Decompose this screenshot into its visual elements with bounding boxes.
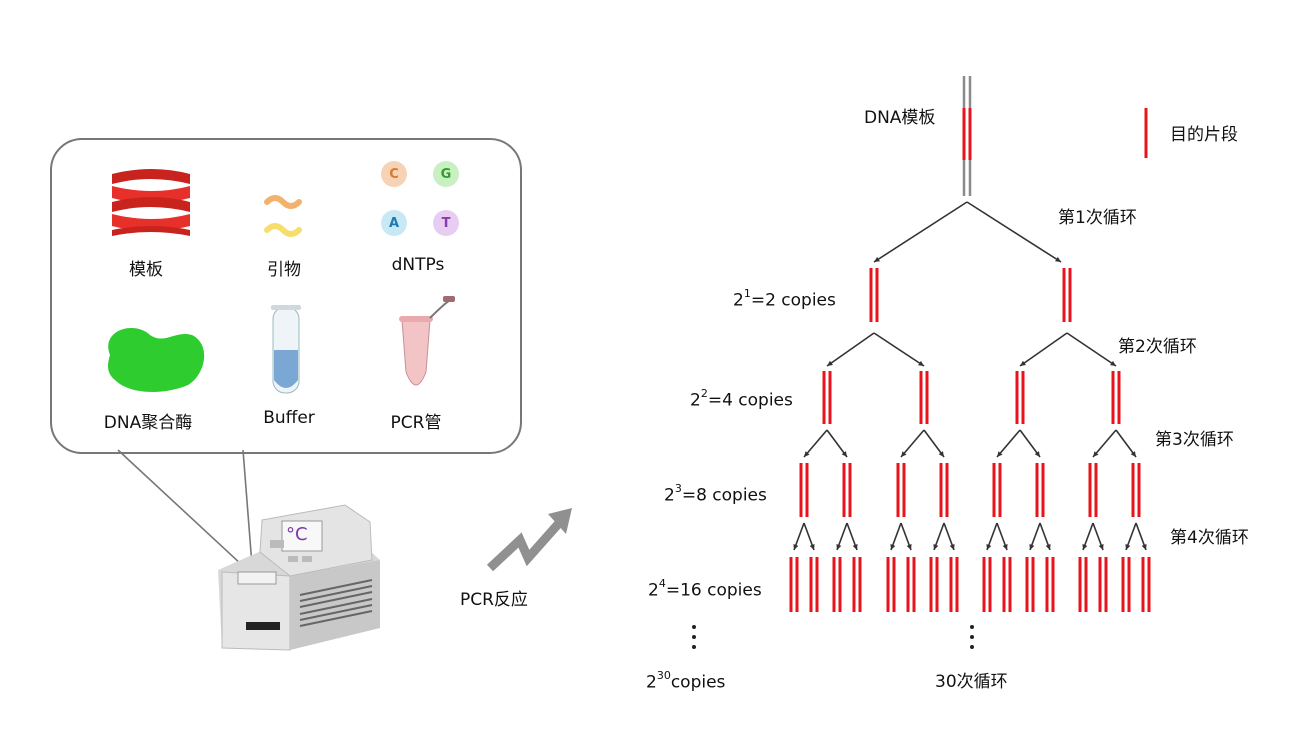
ellipsis-dot [970, 645, 974, 649]
polymerase-icon [107, 327, 205, 392]
pcr-tube-label: PCR管 [390, 413, 442, 433]
branch-arrow [826, 429, 848, 458]
polymerase-label: DNA聚合酶 [103, 413, 193, 433]
dna-template-label: DNA模板 [864, 108, 936, 128]
buffer-label: Buffer [263, 408, 315, 428]
legend-target-fragment-label: 目的片段 [1170, 125, 1238, 145]
branch-arrow-head [1125, 544, 1131, 550]
branch-arrow-head [1141, 544, 1147, 550]
branch-arrow [1019, 332, 1068, 367]
branch-arrow-head [809, 544, 815, 550]
branch-arrow [1066, 332, 1117, 367]
branch-arrow-head [1093, 451, 1099, 457]
ellipsis-dot [692, 625, 696, 629]
copies-1-label: 21=2 copies [733, 287, 836, 311]
branch-arrow-head [827, 360, 833, 366]
buffer-tube-icon [271, 305, 301, 394]
branch-arrow-head [804, 451, 810, 457]
branch-arrow-head [793, 544, 799, 550]
copies-30-label: 230copies [646, 669, 726, 693]
nucleotide-t-icon: T [433, 210, 459, 236]
template-label: 模板 [129, 260, 163, 280]
branch-arrow-head [918, 360, 924, 366]
branch-arrow-head [1098, 544, 1104, 550]
branch-arrow [966, 201, 1062, 263]
pcr-tube-icon [399, 296, 455, 386]
cycle-4-label: 第4次循环 [1170, 528, 1249, 548]
branch-arrow-head [1020, 360, 1026, 366]
branch-arrow-head [1029, 544, 1035, 550]
branch-arrow [900, 429, 925, 458]
primer-icon [264, 195, 302, 237]
final-cycle-label: 30次循环 [935, 672, 1008, 692]
branch-arrow [1019, 429, 1041, 458]
branch-arrow-head [1130, 451, 1136, 457]
branch-arrow-head [841, 451, 847, 457]
machine-display: °C [286, 524, 308, 545]
branch-arrow [1092, 429, 1117, 458]
ellipsis-dot [692, 645, 696, 649]
cycle-1-label: 第1次循环 [1058, 208, 1137, 228]
branch-arrow-head [906, 544, 912, 550]
branch-arrow-head [1045, 544, 1051, 550]
ellipsis-dot [970, 625, 974, 629]
branch-arrow-head [1055, 256, 1061, 262]
dntps-label: dNTPs [391, 255, 445, 275]
nucleotide-c-icon: C [381, 161, 407, 187]
branch-arrow [873, 332, 925, 367]
branch-arrow-head [852, 544, 858, 550]
branch-arrow-head [1110, 360, 1116, 366]
branch-arrow [826, 332, 875, 367]
copies-3-label: 23=8 copies [664, 482, 767, 506]
branch-arrow-head [1082, 544, 1088, 550]
branch-arrow-head [949, 544, 955, 550]
branch-arrow [996, 429, 1021, 458]
cycle-2-label: 第2次循环 [1118, 337, 1197, 357]
branch-arrow-head [997, 451, 1003, 457]
copies-2-label: 22=4 copies [690, 387, 793, 411]
branch-arrow-head [836, 544, 842, 550]
branch-arrow [803, 429, 828, 458]
pcr-machine-icon [218, 504, 380, 651]
ellipsis-dot [692, 635, 696, 639]
nucleotide-g-icon: G [433, 161, 459, 187]
copies-4-label: 24=16 copies [648, 577, 762, 601]
branch-arrow-head [938, 451, 944, 457]
branch-arrow-head [933, 544, 939, 550]
branch-arrow-head [986, 544, 992, 550]
nucleotide-a-icon: A [381, 210, 407, 236]
zigzag-arrow-icon [486, 508, 572, 572]
primer-label: 引物 [267, 260, 301, 280]
branch-arrow-head [901, 451, 907, 457]
branch-arrow-head [890, 544, 896, 550]
branch-arrow-head [874, 256, 880, 262]
ellipsis-dot [970, 635, 974, 639]
pcr-reaction-label: PCR反应 [460, 590, 528, 610]
branch-arrow [873, 201, 968, 263]
cycle-3-label: 第3次循环 [1155, 430, 1234, 450]
branch-arrow [1115, 429, 1137, 458]
dna-template-icon [112, 169, 190, 236]
callout-pointer-left [117, 449, 257, 579]
branch-arrow-head [1034, 451, 1040, 457]
branch-arrow-head [1002, 544, 1008, 550]
branch-arrow [923, 429, 945, 458]
